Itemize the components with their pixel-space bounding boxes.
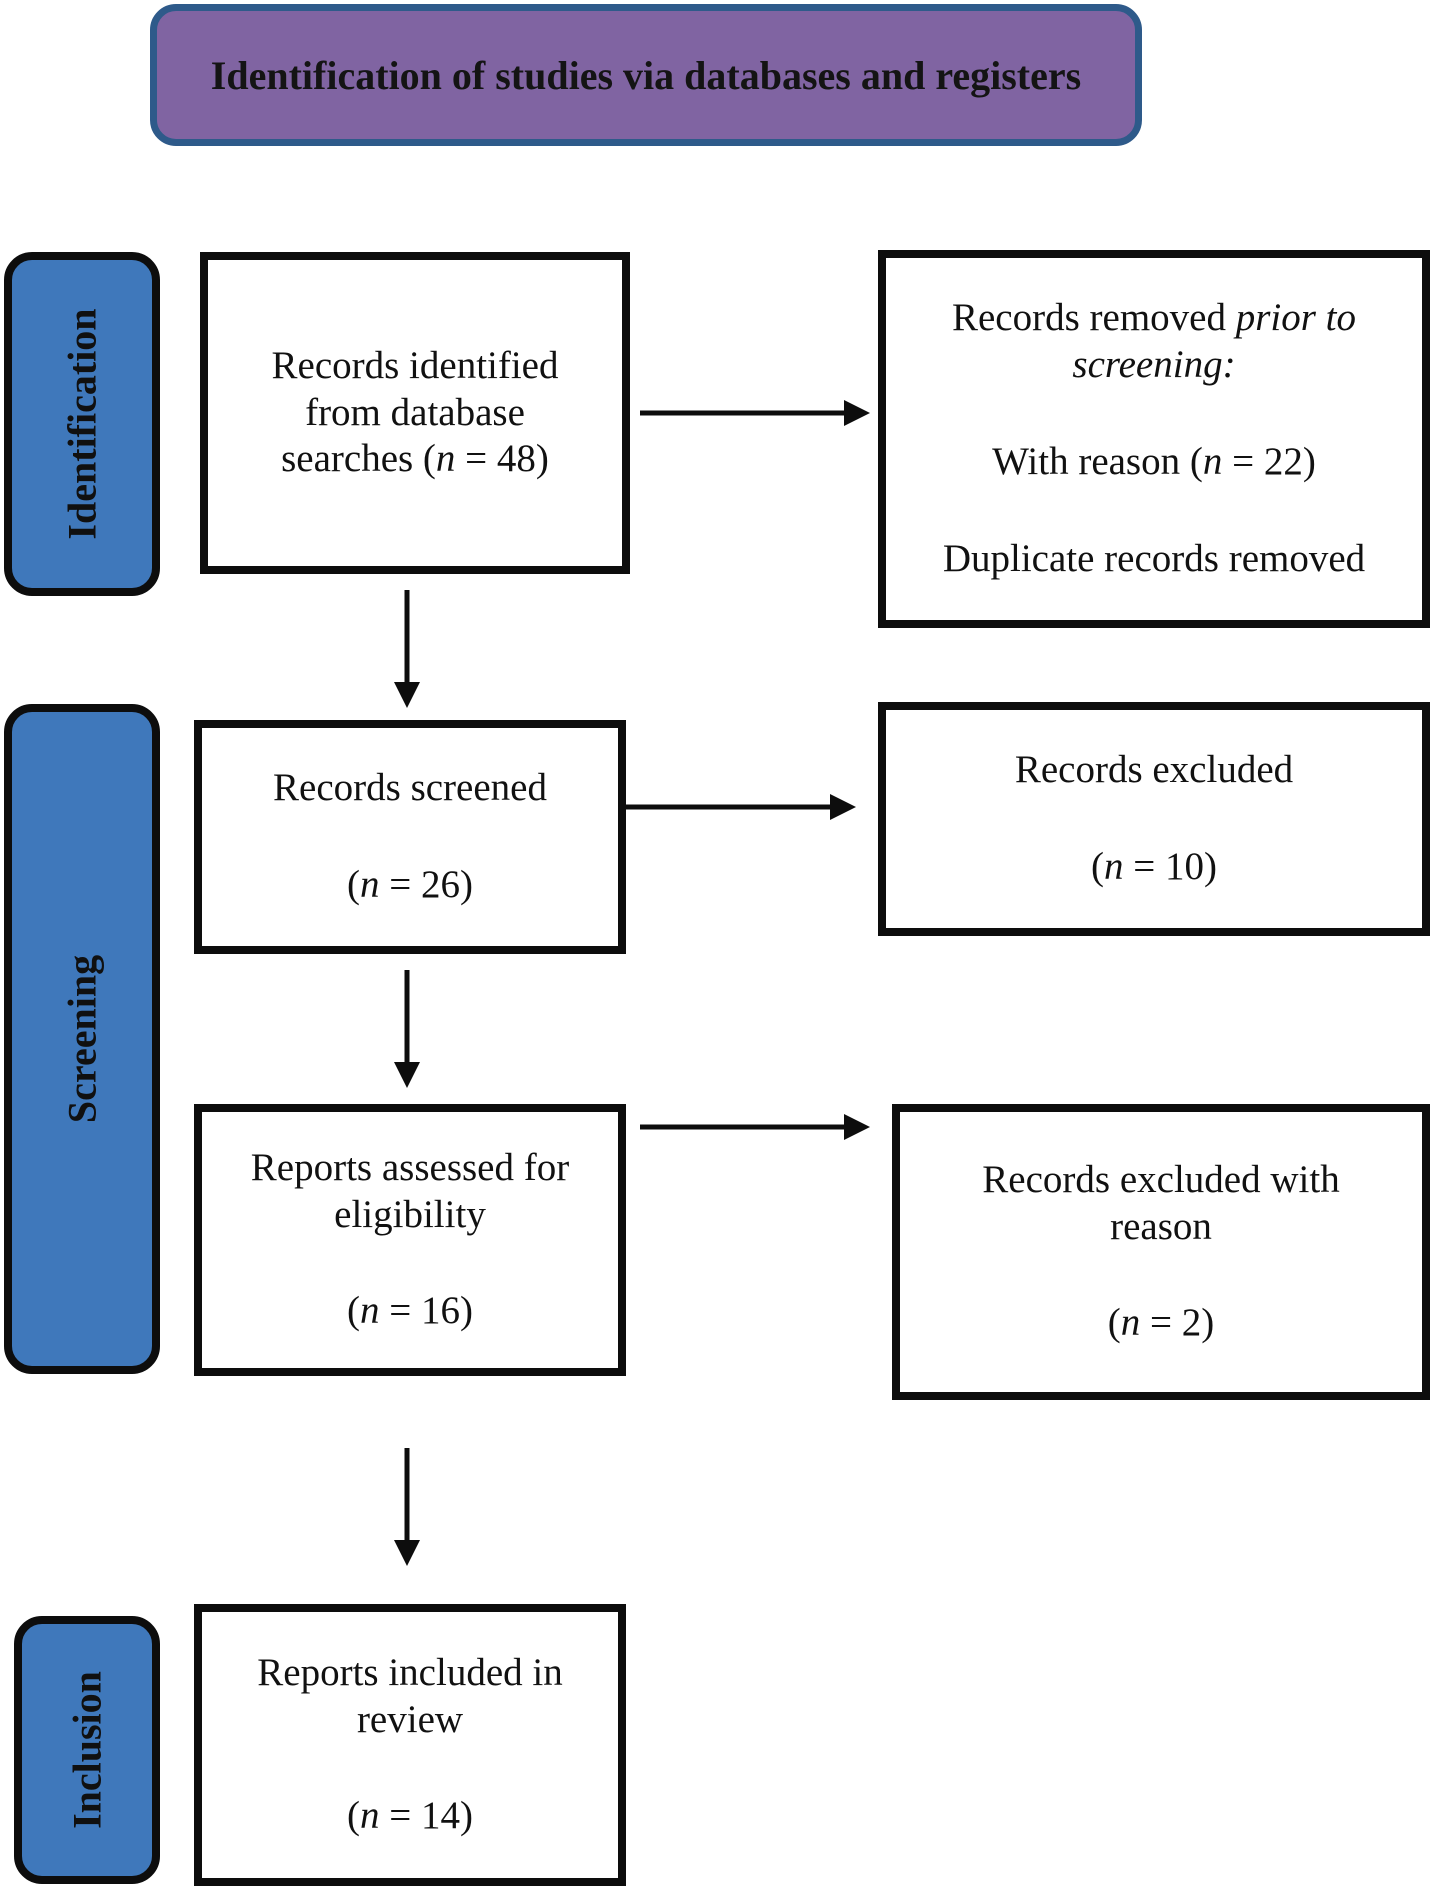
records-removed-box: Records removed prior to screening: With… xyxy=(878,250,1430,628)
reports-included-count: (n = 14) xyxy=(347,1794,473,1838)
records-screened-box: Records screened (n = 26) xyxy=(194,720,626,954)
reports-assessed-box: Reports assessed for eligibility (n = 16… xyxy=(194,1104,626,1376)
records-excluded-reason-line2: reason xyxy=(1110,1204,1212,1248)
records-screened-count: (n = 26) xyxy=(347,863,473,906)
records-excluded-box: Records excluded (n = 10) xyxy=(878,702,1430,936)
phase-screening-label: Screening xyxy=(59,954,105,1124)
arrow-identified-to-removed xyxy=(640,400,870,426)
reports-included-box: Reports included in review (n = 14) xyxy=(194,1604,626,1886)
arrow-screened-to-assessed xyxy=(394,970,420,1088)
reports-included-line2: review xyxy=(356,1697,464,1741)
phase-identification: Identification xyxy=(4,252,160,596)
records-excluded-reason-line1: Records excluded with xyxy=(982,1157,1340,1201)
arrow-identified-to-screened xyxy=(394,590,420,708)
phase-inclusion-label: Inclusion xyxy=(64,1671,110,1829)
phase-screening: Screening xyxy=(4,704,160,1374)
records-excluded-reason-count: (n = 2) xyxy=(1107,1301,1215,1345)
reports-included-line1: Reports included in xyxy=(257,1650,563,1694)
phase-identification-label: Identification xyxy=(59,308,105,540)
header-title: Identification of studies via databases … xyxy=(210,52,1082,98)
records-excluded-label: Records excluded xyxy=(1014,748,1294,792)
records-identified-line1: Records identified xyxy=(271,343,559,387)
records-identified-line2: from database xyxy=(305,390,525,434)
records-removed-title: Records removed prior to xyxy=(951,296,1357,340)
records-excluded-count: (n = 10) xyxy=(1091,845,1217,888)
reports-assessed-line1: Reports assessed for xyxy=(250,1145,570,1189)
phase-inclusion: Inclusion xyxy=(14,1616,160,1884)
flow-diagram-header: Identification of studies via databases … xyxy=(150,4,1142,146)
records-screened-label: Records screened xyxy=(273,766,547,810)
records-excluded-reason-box: Records excluded with reason (n = 2) xyxy=(892,1104,1430,1400)
records-removed-duplicates: Duplicate records removed xyxy=(942,536,1366,580)
reports-assessed-count: (n = 16) xyxy=(347,1289,473,1333)
records-identified-count: searches (n = 48) xyxy=(281,437,549,481)
reports-assessed-line2: eligibility xyxy=(334,1192,486,1236)
arrow-assessed-to-excluded-reason xyxy=(640,1114,870,1140)
records-removed-title-cont: screening: xyxy=(1072,343,1236,387)
arrow-assessed-to-included xyxy=(394,1448,420,1566)
records-identified-box: Records identified from database searche… xyxy=(200,252,630,574)
records-removed-with-reason: With reason (n = 22) xyxy=(992,440,1316,483)
arrow-screened-to-excluded xyxy=(626,794,856,820)
